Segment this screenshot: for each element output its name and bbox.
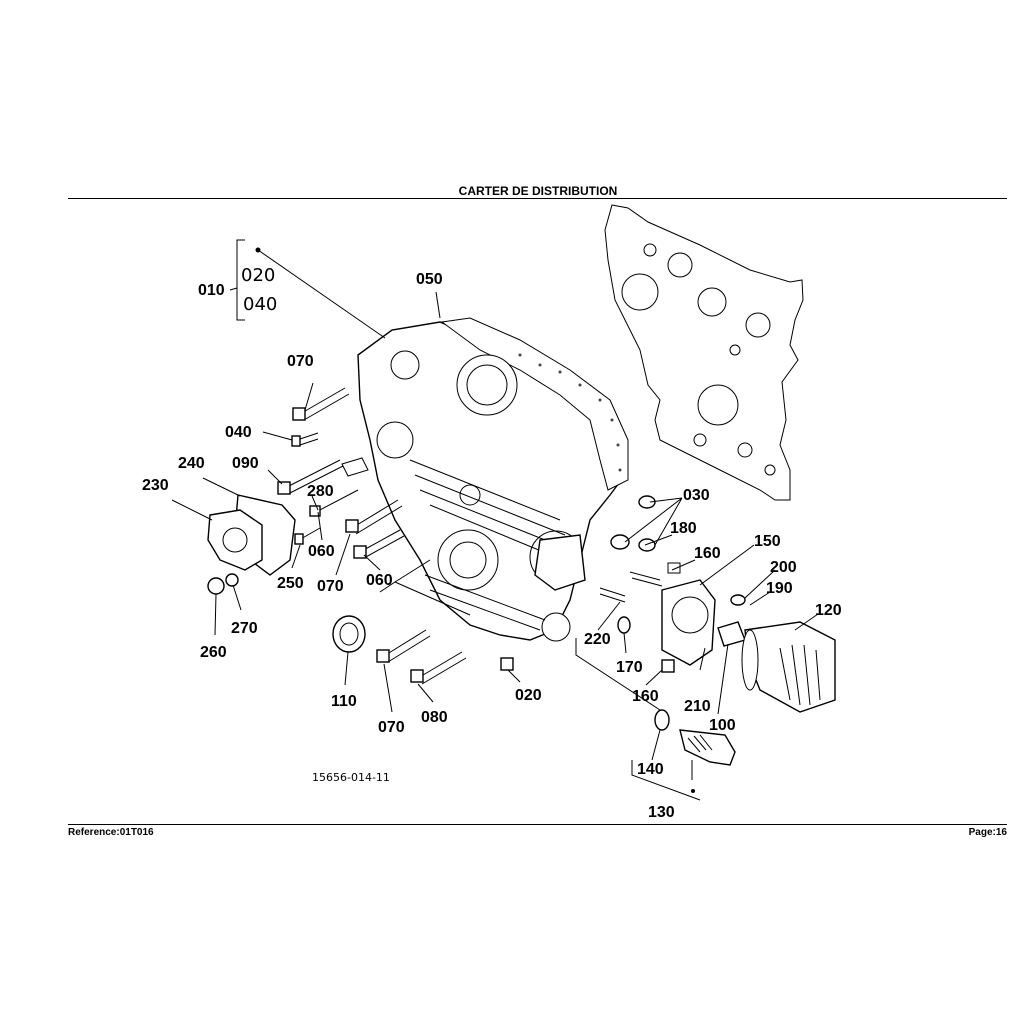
bolts <box>277 387 514 685</box>
callout-160: 160 <box>694 545 721 562</box>
callout-070: 070 <box>378 719 405 736</box>
page-title: CARTER DE DISTRIBUTION <box>458 184 618 198</box>
callout-050: 050 <box>416 271 443 288</box>
footer-divider <box>68 824 1007 825</box>
page-number: Page:16 <box>968 827 1007 838</box>
timing-case-body <box>357 317 629 642</box>
engine-block-outline <box>604 204 804 501</box>
callout-110: 110 <box>331 693 357 710</box>
callout-190: 190 <box>766 580 793 597</box>
callout-070: 070 <box>317 578 344 595</box>
reference-label: Reference:01T016 <box>68 827 154 838</box>
callout-010: 010 <box>198 282 225 299</box>
group-label-040: 040 <box>243 294 277 315</box>
callout-250: 250 <box>277 575 304 592</box>
callout-040: 040 <box>225 424 252 441</box>
callout-030: 030 <box>683 487 710 504</box>
callout-180: 180 <box>670 520 697 537</box>
callout-200: 200 <box>770 559 797 576</box>
callout-280: 280 <box>307 483 334 500</box>
callout-220: 220 <box>584 631 611 648</box>
callout-020: 020 <box>515 687 542 704</box>
cover-parts-230-240 <box>207 494 296 595</box>
callout-130: 130 <box>648 804 675 821</box>
callout-080: 080 <box>421 709 448 726</box>
callout-170: 170 <box>616 659 643 676</box>
callout-240: 240 <box>178 455 205 472</box>
callout-060: 060 <box>366 572 393 589</box>
callout-160: 160 <box>632 688 659 705</box>
seal-110 <box>332 615 366 653</box>
group-label-020: 020 <box>241 265 275 286</box>
drawing-code: 15656-014-11 <box>312 771 390 784</box>
callout-070: 070 <box>287 353 314 370</box>
callout-230: 230 <box>142 477 169 494</box>
callout-090: 090 <box>232 455 259 472</box>
callout-210: 210 <box>684 698 711 715</box>
callout-150: 150 <box>754 533 781 550</box>
header-divider <box>68 198 1007 199</box>
oil-filter-assembly <box>534 495 836 766</box>
callout-270: 270 <box>231 620 258 637</box>
callout-120: 120 <box>815 602 842 619</box>
callout-060: 060 <box>308 543 335 560</box>
callout-140: 140 <box>637 761 664 778</box>
callout-260: 260 <box>200 644 227 661</box>
leader-lines <box>171 239 819 801</box>
callout-100: 100 <box>709 717 736 734</box>
